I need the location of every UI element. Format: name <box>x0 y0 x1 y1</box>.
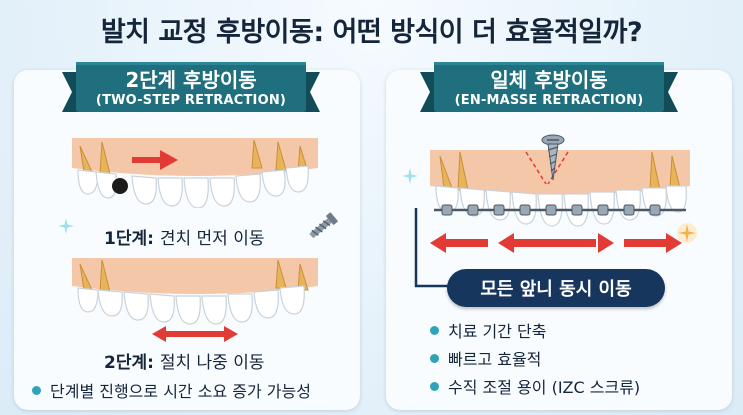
page-title: 발치 교정 후방이동: 어떤 방식이 더 효율적일까? <box>100 17 643 48</box>
right-bullet-text: 치료 기간 단축 <box>448 322 547 341</box>
left-bullet-0: 단계별 진행으로 시간 소요 증가 가능성 <box>32 378 311 402</box>
extraction-gap-icon <box>112 178 128 194</box>
bullet-dot-icon <box>32 385 41 395</box>
glow-sparkle-icon <box>677 223 697 243</box>
step1-prefix: 1단계 <box>104 229 148 249</box>
screw-icon <box>309 212 338 239</box>
sparkle-icon <box>58 218 74 234</box>
bullet-dot-icon <box>430 381 439 391</box>
izc-screw-icon <box>541 134 565 181</box>
red-arrow-right-icon <box>132 150 178 170</box>
right-bullet-0: 치료 기간 단축 <box>430 318 547 342</box>
right-ribbon-title: 일체 후방이동 <box>490 67 608 92</box>
red-arrow-left-icon <box>430 233 488 253</box>
right-bullet-text: 빠르고 효율적 <box>448 350 542 369</box>
left-ribbon: 2단계 후방이동 (TWO-STEP RETRACTION) <box>62 58 320 118</box>
left-ribbon-title: 2단계 후방이동 <box>125 67 257 92</box>
right-ribbon: 일체 후방이동 (EN-MASSE RETRACTION) <box>420 58 678 118</box>
right-bullet-text: 수직 조절 용이 (IZC 스크류) <box>448 378 641 397</box>
step2-teeth-illustration <box>72 258 318 325</box>
bidirectional-arrow-icon <box>498 233 614 253</box>
right-bullet-1: 빠르고 효율적 <box>430 346 541 370</box>
ribbon-banner-icon <box>62 62 320 112</box>
right-ribbon-subtitle: (EN-MASSE RETRACTION) <box>454 92 644 108</box>
all-anterior-teeth-pill: 모든 앞니 동시 이동 <box>447 269 665 307</box>
en-masse-arrows <box>430 233 682 253</box>
step2-text: 절치 나중 이동 <box>159 353 265 373</box>
step1-teeth-illustration <box>72 138 318 208</box>
red-arrow-right-icon <box>624 233 682 253</box>
bullet-dot-icon <box>430 325 439 335</box>
bidirectional-arrow-icon <box>152 326 238 342</box>
step2-prefix: 2단계 <box>104 353 148 373</box>
left-panel <box>14 70 360 410</box>
left-bullet-text: 단계별 진행으로 시간 소요 증가 가능성 <box>50 382 311 401</box>
en-masse-teeth-illustration <box>430 150 690 227</box>
step1-text: 견치 먼저 이동 <box>159 229 265 249</box>
bracket-icon <box>441 204 661 216</box>
left-ribbon-subtitle: (TWO-STEP RETRACTION) <box>95 92 287 108</box>
step1-label: 1단계: 견치 먼저 이동 <box>104 229 265 249</box>
connector-line <box>414 208 450 288</box>
step2-label: 2단계: 절치 나중 이동 <box>104 353 265 373</box>
ribbon-banner-icon <box>420 62 678 112</box>
right-bullet-2: 수직 조절 용이 (IZC 스크류) <box>430 374 640 398</box>
sparkle-icon <box>402 168 418 184</box>
bullet-dot-icon <box>430 353 439 363</box>
